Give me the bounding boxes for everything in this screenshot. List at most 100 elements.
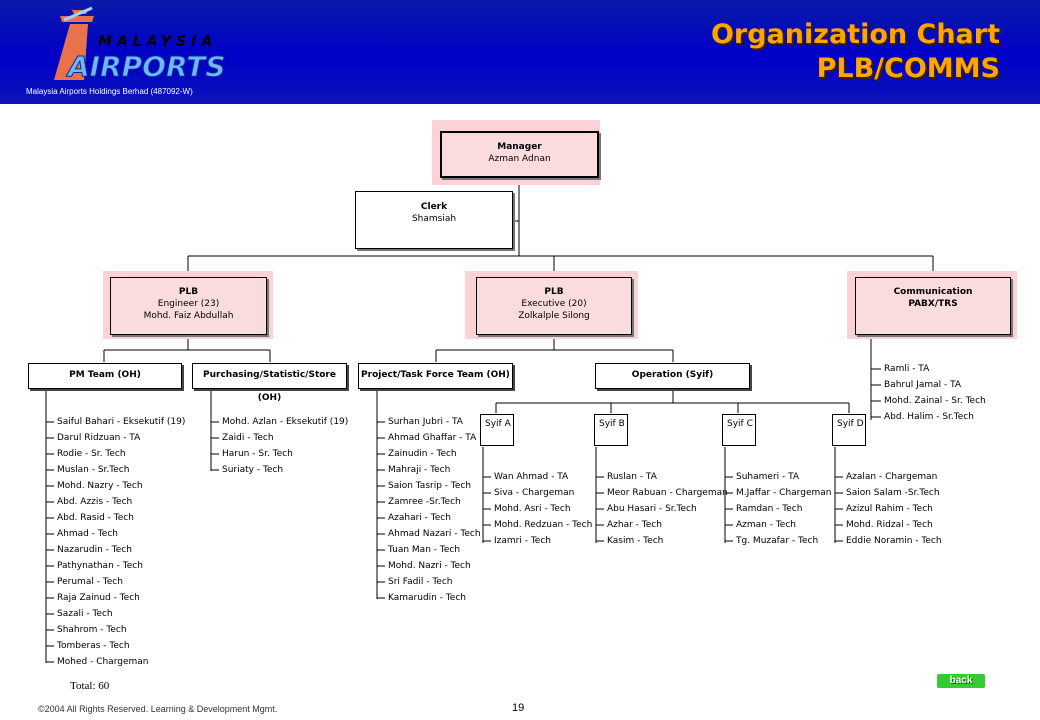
pm-team-list: Saiful Bahari - Eksekutif (19) Darul Ridz… <box>57 414 185 670</box>
member-item: Abd. Halim - Sr.Tech <box>884 412 974 422</box>
clerk-box: Clerk Shamsiah <box>355 191 513 249</box>
page-title: Organization Chart PLB/COMMS <box>711 18 1000 86</box>
manager-name: Azman Adnan <box>488 154 551 164</box>
page-number: 19 <box>512 702 525 714</box>
member-item: Mohd. Zainal - Sr. Tech <box>884 396 986 406</box>
member-item: Rodie - Sr. Tech <box>57 449 126 459</box>
member-item: Mohd. Asri - Tech <box>494 504 571 514</box>
plb-executive-box: PLB Executive (20) Zolkalple Silong <box>476 277 632 335</box>
member-item: Mohd. Nazry - Tech <box>57 481 143 491</box>
member-item: Mohed - Chargeman <box>57 657 149 667</box>
member-item: Mohd. Azlan - Eksekutif (19) <box>222 417 349 427</box>
member-item: Wan Ahmad - TA <box>494 472 569 482</box>
member-item: Mahraji - Tech <box>388 465 451 475</box>
member-item: Suriaty - Tech <box>222 465 284 475</box>
plb-engineer-name: Mohd. Faiz Abdullah <box>143 311 234 321</box>
member-item: Suhameri - TA <box>736 472 800 482</box>
member-item: Abu Hasari - Sr.Tech <box>607 504 697 514</box>
member-item: Tuan Man - Tech <box>388 545 461 555</box>
member-item: Azahari - Tech <box>388 513 451 523</box>
plb-executive-name: Zolkalple Silong <box>518 311 590 321</box>
manager-box: Manager Azman Adnan <box>440 131 599 178</box>
member-item: Azalan - Chargeman <box>846 472 938 482</box>
communication-box: Communication PABX/TRS <box>855 277 1011 335</box>
member-item: Surhan Jubri - TA <box>388 417 463 427</box>
member-item: Tg. Muzafar - Tech <box>736 536 819 546</box>
member-item: Zainudin - Tech <box>388 449 457 459</box>
syif-d-box: Syif D <box>832 414 866 446</box>
purchasing-header: Purchasing/Statistic/Store (OH) <box>192 363 347 403</box>
member-item: Perumal - Tech <box>57 577 123 587</box>
malaysia-airports-logo: MALAYSIA AIRPORTS <box>54 6 226 84</box>
project-list: Surhan Jubri - TA Ahmad Ghaffar - TA Zainu… <box>388 414 481 606</box>
member-item: Zaidi - Tech <box>222 433 274 443</box>
clerk-title: Clerk <box>420 202 448 212</box>
svg-text:AIRPORTS: AIRPORTS <box>66 50 226 83</box>
plb-engineer-title: PLB <box>178 287 199 297</box>
member-item: Ramli - TA <box>884 364 930 374</box>
member-item: Muslan - Sr.Tech <box>57 465 130 475</box>
member-item: Harun - Sr. Tech <box>222 449 293 459</box>
syif-a-box: Syif A <box>480 414 514 446</box>
member-item: Abd. Rasid - Tech <box>57 513 134 523</box>
member-item: Siva - Chargeman <box>494 488 575 498</box>
member-item: Raja Zainud - Tech <box>57 593 140 603</box>
copyright: ©2004 All Rights Reserved. Learning & De… <box>38 704 278 714</box>
plb-executive-title: PLB <box>544 287 564 297</box>
member-item: Kamarudin - Tech <box>388 593 466 603</box>
purchasing-list: Mohd. Azlan - Eksekutif (19) Zaidi - Tech… <box>222 414 348 478</box>
member-item: Tomberas - Tech <box>57 641 130 651</box>
plb-executive-role: Executive (20) <box>521 299 587 309</box>
member-item: Pathynathan - Tech <box>57 561 143 571</box>
company-name: Malaysia Airports Holdings Berhad (48709… <box>26 87 193 96</box>
member-item: Shahrom - Tech <box>57 625 127 635</box>
member-item: Azhar - Tech <box>607 520 662 530</box>
syif-b-box: Syif B <box>594 414 628 446</box>
communication-sub: PABX/TRS <box>908 299 958 309</box>
member-item: Mohd. Ridzal - Tech <box>846 520 933 530</box>
svg-text:MALAYSIA: MALAYSIA <box>98 34 217 50</box>
project-header: Project/Task Force Team (OH) <box>358 363 513 389</box>
member-item: Darul Ridzuan - TA <box>57 433 141 443</box>
member-item: Eddie Noramin - Tech <box>846 536 942 546</box>
member-item: Bahrul Jamal - TA <box>884 380 962 390</box>
member-item: Sazali - Tech <box>57 609 113 619</box>
communication-list: Ramli - TA Bahrul Jamal - TA Mohd. Zainal … <box>884 361 986 425</box>
total-count: Total: 60 <box>70 680 110 692</box>
title-line-1: Organization Chart <box>710 19 1000 50</box>
syif-c-box: Syif C <box>722 414 756 446</box>
back-button[interactable]: back <box>937 674 985 688</box>
member-item: M.Jaffar - Chargeman <box>736 488 832 498</box>
member-item: Saion Tasrip - Tech <box>388 481 472 491</box>
member-item: Mohd. Nazri - Tech <box>388 561 471 571</box>
pm-team-header: PM Team (OH) <box>28 363 182 389</box>
member-item: Saiful Bahari - Eksekutif (19) <box>57 417 186 427</box>
operation-header: Operation (Syif) <box>595 363 750 389</box>
member-item: Saion Salam -Sr.Tech <box>846 488 940 498</box>
member-item: Ahmad - Tech <box>57 529 118 539</box>
member-item: Abd. Azzis - Tech <box>57 497 133 507</box>
member-item: Izamri - Tech <box>494 536 551 546</box>
member-item: Zamree -Sr.Tech <box>388 497 461 507</box>
member-item: Ahmad Ghaffar - TA <box>388 433 477 443</box>
clerk-name: Shamsiah <box>411 214 457 224</box>
plb-engineer-role: Engineer (23) <box>157 299 220 309</box>
member-item: Ruslan - TA <box>607 472 657 482</box>
member-item: Ahmad Nazari - Tech <box>388 529 481 539</box>
manager-title: Manager <box>497 142 542 152</box>
member-item: Meor Rabuan - Chargeman <box>607 488 728 498</box>
member-item: Kasim - Tech <box>607 536 664 546</box>
member-item: Sri Fadil - Tech <box>388 577 453 587</box>
member-item: Azman - Tech <box>736 520 796 530</box>
communication-title: Communication <box>893 287 973 297</box>
header-band: MALAYSIA AIRPORTS Malaysia Airports Hold… <box>0 0 1040 104</box>
member-item: Ramdan - Tech <box>736 504 803 514</box>
member-item: Nazarudin - Tech <box>57 545 132 555</box>
title-line-2: PLB/COMMS <box>816 53 1000 84</box>
member-item: Azizul Rahim - Tech <box>846 504 933 514</box>
